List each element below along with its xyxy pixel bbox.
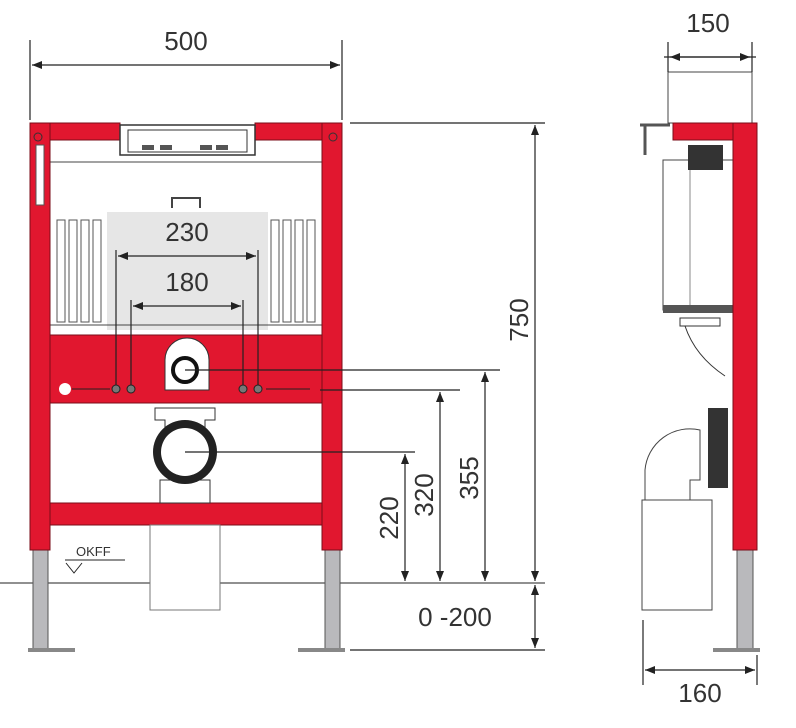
cutout-area: [107, 212, 268, 330]
side-post: [732, 122, 758, 551]
right-post: [321, 122, 343, 551]
right-foot: [298, 648, 345, 652]
drain-height-dimension: 220: [374, 496, 404, 539]
bottom-bar: [49, 502, 323, 526]
cistern-body: [662, 159, 734, 311]
front-dimensions: [29, 40, 545, 651]
cutout-width-dimension: 230: [165, 217, 208, 247]
top-rail-right: [254, 122, 323, 141]
pan-outline: [644, 428, 701, 580]
left-leg: [32, 549, 49, 651]
left-ribs: [56, 219, 102, 323]
actuator-box: [667, 71, 753, 124]
side-leg: [736, 549, 754, 651]
stud-spacing-dimension: 180: [165, 267, 208, 297]
front-view: OKFF: [28, 122, 345, 652]
frame-height-dimension: 750: [504, 298, 534, 341]
total-depth-dimension: 160: [678, 678, 721, 708]
flush-pipe-height-dimension: 355: [454, 456, 484, 499]
left-foot: [28, 648, 75, 652]
cistern-depth-dimension: 150: [686, 8, 729, 38]
side-dimensions: [642, 42, 758, 685]
right-ribs: [270, 219, 316, 323]
top-rail-left: [49, 122, 121, 141]
drain-extension: [149, 524, 221, 611]
width-dimension: 500: [164, 26, 207, 56]
floor-reference-label: OKFF: [76, 544, 111, 559]
right-leg: [324, 549, 341, 651]
side-top-rail: [672, 122, 734, 141]
stud-height-dimension: 320: [409, 473, 439, 516]
side-view: [640, 71, 760, 652]
leg-adjustment-dimension: 0 -200: [418, 602, 492, 632]
